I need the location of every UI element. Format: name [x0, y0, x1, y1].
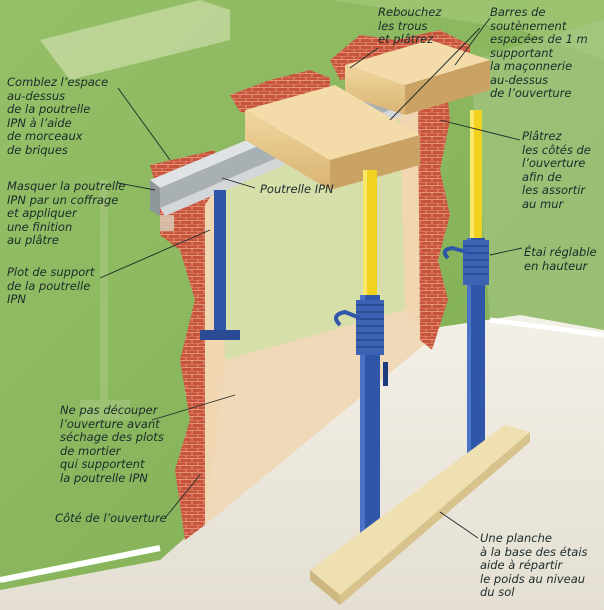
brick-top-mid [230, 70, 330, 115]
label-poutrelle-ipn: Poutrelle IPN [260, 182, 334, 196]
timber-rear-front [345, 65, 405, 115]
label-masquer: Masquer la poutrelle IPN par un coffrage… [7, 179, 126, 247]
rear-prop-base [200, 330, 240, 340]
timber-front-side [330, 135, 420, 190]
ghost-prop [80, 180, 130, 420]
rear-right-prop-outer [467, 238, 485, 463]
timber-rear-top [345, 40, 490, 85]
front-prop-collar [356, 300, 384, 355]
label-barres-soutenement: Barres de soutènement espacées de 1 m su… [490, 5, 588, 100]
brick-right-reveal [405, 70, 450, 350]
timber-front-top [245, 85, 420, 160]
floor-plank-side [310, 570, 340, 605]
wall-top-shade [150, 0, 604, 60]
label-ne-pas-decouper: Ne pas découper l’ouverture avant séchag… [60, 403, 164, 485]
label-etai-reglable: Étai réglable en hauteur [524, 245, 597, 273]
rear-right-prop-collar [463, 240, 489, 285]
brick-left-reveal [150, 150, 215, 540]
label-rebouchez: Rebouchez les trous et plâtrez [378, 5, 442, 46]
baseboard [0, 545, 161, 583]
timber-rear-side [405, 60, 490, 115]
label-plot-support: Plot de support de la poutrelle IPN [7, 265, 95, 306]
floor-plank-top [310, 425, 530, 595]
front-prop-handle [334, 309, 361, 327]
floor [0, 315, 604, 610]
timber-front-face [245, 110, 330, 190]
label-comblez: Comblez l’espace au-dessus de la poutrel… [7, 75, 109, 157]
label-platrez: Plâtrez les côtés de l’ouverture afin de… [522, 129, 591, 211]
leader-lines [99, 17, 523, 539]
rear-prop-tube [214, 190, 226, 340]
support-plot-left [160, 215, 174, 231]
label-cote-ouverture: Côté de l’ouverture [55, 511, 167, 525]
label-planche: Une planche à la base des étais aide à r… [480, 531, 588, 599]
